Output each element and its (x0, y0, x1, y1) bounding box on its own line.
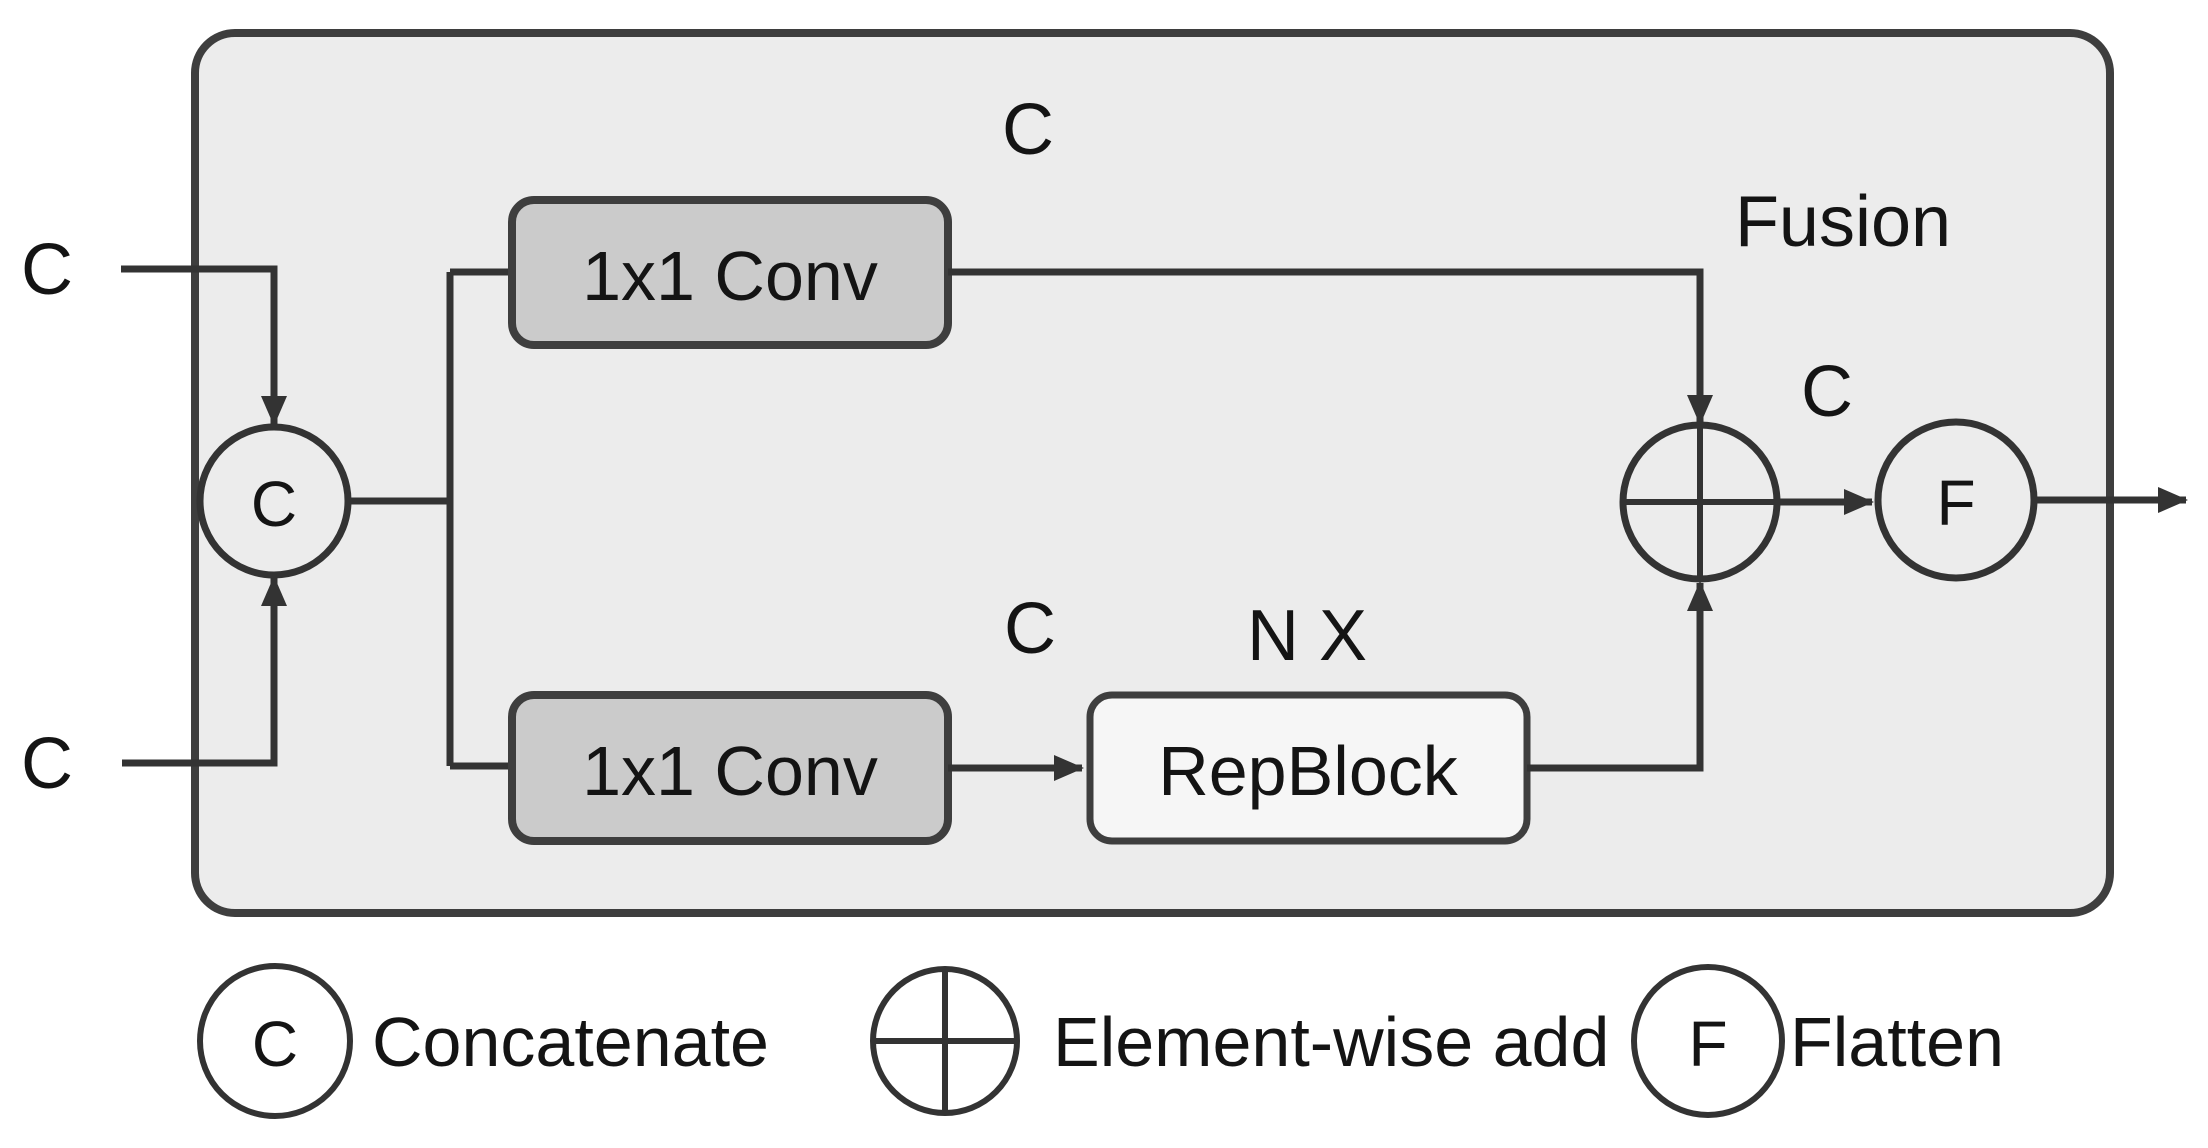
wire-input-bottom (122, 576, 287, 767)
wire-input-top (121, 265, 287, 426)
legend-concatenate-icon (197, 963, 353, 1119)
legend-element-wise-add-label: Element-wise add (1053, 1003, 1609, 1081)
wire-conv-top-to-add (948, 268, 1713, 425)
add-out-channel-label: C (1801, 352, 1853, 432)
conv-bottom-out-channel-label: C (1004, 589, 1056, 669)
legend-flatten-icon (1631, 964, 1785, 1118)
legend-flatten-label: Flatten (1790, 1003, 2004, 1081)
input-bottom-channel-label: C (21, 724, 73, 804)
wire-branch (348, 268, 512, 770)
legend: C Concatenate Element-wise add F Flatten (197, 963, 2004, 1119)
legend-concatenate-symbol: C (252, 1008, 298, 1080)
repblock-repeat-label: N X (1247, 596, 1367, 676)
plus-icon (1623, 425, 1777, 579)
input-top-channel-label: C (21, 230, 73, 310)
repblock-label: RepBlock (1158, 732, 1459, 810)
flatten-node-symbol: F (1936, 467, 1975, 539)
legend-concatenate-label: Concatenate (372, 1003, 769, 1081)
conv-top-out-channel-label: C (1002, 90, 1054, 170)
legend-flatten-symbol: F (1688, 1008, 1727, 1080)
concatenate-node-symbol: C (251, 468, 297, 540)
wire-repblock-to-add (1527, 581, 1713, 772)
legend-plus-icon (873, 969, 1017, 1113)
conv-bottom-label: 1x1 Conv (582, 732, 878, 810)
conv-top-label: 1x1 Conv (582, 237, 878, 315)
fusion-title: Fusion (1735, 182, 1951, 262)
